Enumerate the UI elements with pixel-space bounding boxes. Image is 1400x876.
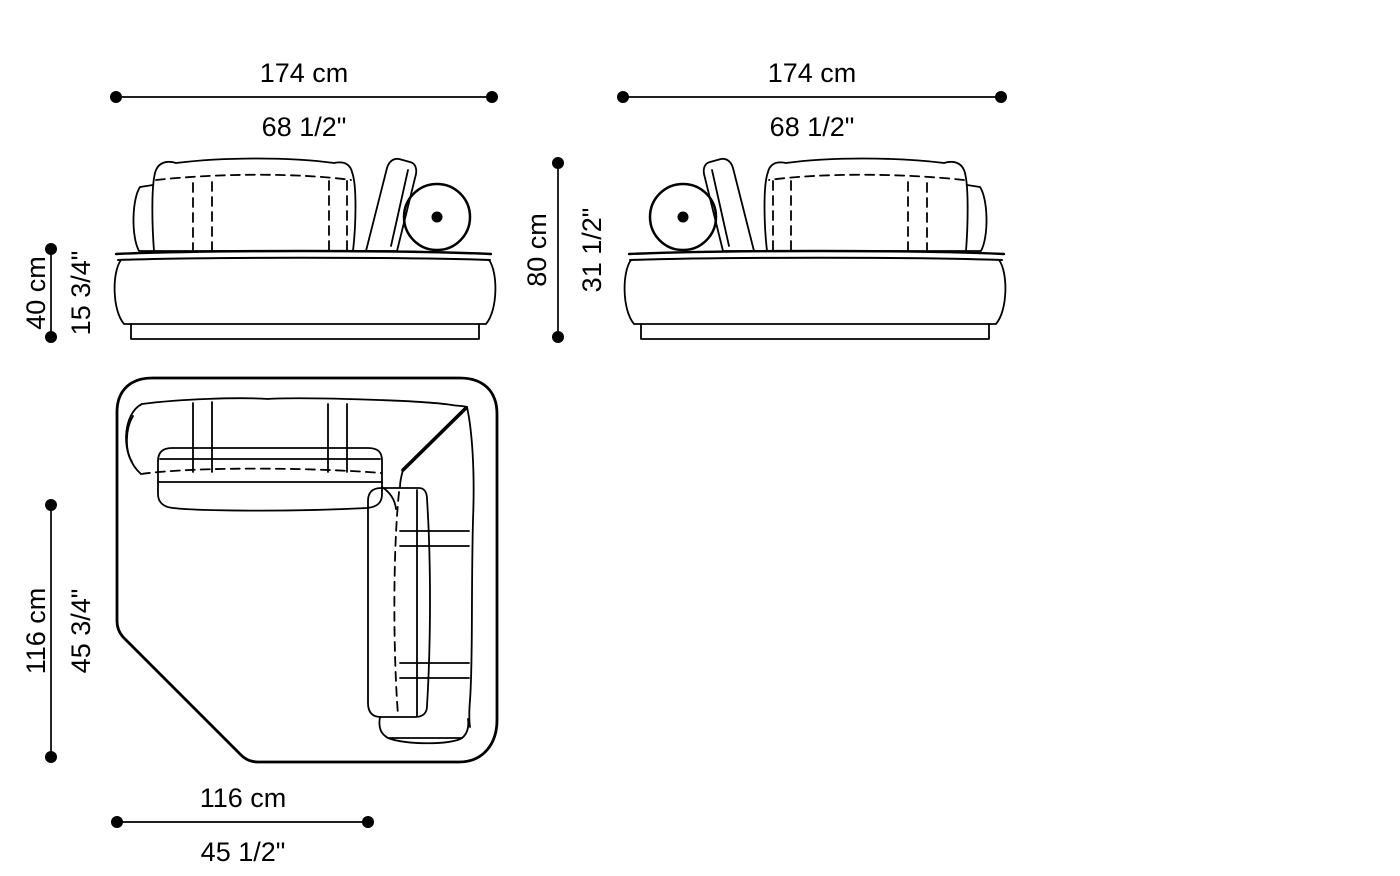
front-right-width-cm-label: 174 cm	[768, 58, 857, 88]
dimension-endpoint-dot	[110, 91, 122, 103]
plan-width-cm-label: 116 cm	[200, 783, 287, 813]
dimension-endpoint-dot	[45, 331, 57, 343]
overall-height-inch-label: 31 1/2"	[577, 208, 607, 293]
plan-depth-inch-label: 45 3/4"	[66, 589, 96, 674]
dimension-endpoint-dot	[486, 91, 498, 103]
dimension-endpoint-dot	[362, 816, 374, 828]
dimension-endpoint-dot	[45, 243, 57, 255]
overall-height-cm-label: 80 cm	[522, 213, 552, 287]
dimension-endpoint-dot	[111, 816, 123, 828]
dimension-endpoint-dot	[552, 157, 564, 169]
seat-height-inch-label: 15 3/4"	[66, 251, 96, 336]
dimension-endpoint-dot	[45, 499, 57, 511]
dimension-front-right-width: 174 cm 68 1/2"	[617, 58, 1007, 142]
front-view-left	[113, 157, 497, 341]
front-left-width-inch-label: 68 1/2"	[262, 112, 347, 142]
dimension-endpoint-dot	[995, 91, 1007, 103]
seat-height-cm-label: 40 cm	[21, 256, 51, 330]
top-view-plan	[115, 376, 499, 764]
dimension-endpoint-dot	[45, 751, 57, 763]
dimension-overall-height: 80 cm 31 1/2"	[522, 157, 607, 343]
plan-depth-cm-label: 116 cm	[21, 588, 51, 675]
dimension-front-left-width: 174 cm 68 1/2"	[110, 58, 498, 142]
plan-width-inch-label: 45 1/2"	[201, 837, 286, 867]
dimension-plan-depth: 116 cm 45 3/4"	[21, 499, 96, 763]
dimension-plan-width: 116 cm 45 1/2"	[111, 783, 374, 867]
dimension-endpoint-dot	[552, 331, 564, 343]
front-left-width-cm-label: 174 cm	[260, 58, 349, 88]
dimension-endpoint-dot	[617, 91, 629, 103]
dimension-seat-height: 40 cm 15 3/4"	[21, 243, 96, 343]
front-right-width-inch-label: 68 1/2"	[770, 112, 855, 142]
corner-seam-diagonal	[401, 406, 468, 472]
front-view-right	[623, 157, 1007, 341]
